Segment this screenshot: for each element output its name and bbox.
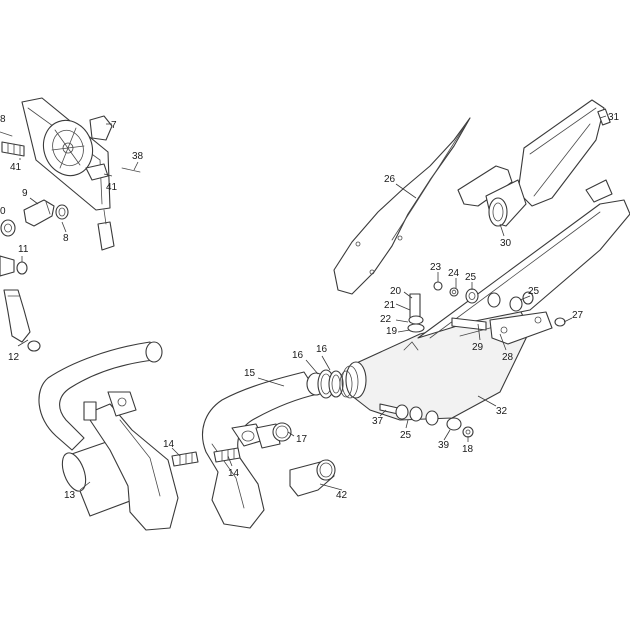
- callout-28: 28: [502, 352, 514, 363]
- fitting-11: [0, 255, 28, 277]
- header-pipe-15: [202, 371, 326, 529]
- fan-assembly: [21, 97, 115, 251]
- bracket-28: [451, 311, 553, 345]
- callout-38: 38: [132, 151, 144, 162]
- callout-29: 29: [472, 342, 484, 353]
- callout-14: 14: [163, 439, 175, 450]
- callout-25: 25: [465, 272, 477, 283]
- callout-8: 8: [63, 233, 69, 244]
- callout-25: 25: [528, 286, 540, 297]
- callout-30: 30: [500, 238, 512, 249]
- callout-0: 0: [0, 206, 6, 217]
- callout-20: 20: [390, 286, 402, 297]
- callout-26: 26: [384, 174, 396, 185]
- callout-18: 18: [462, 444, 474, 455]
- callout-37: 37: [372, 416, 384, 427]
- callout-21: 21: [384, 300, 396, 311]
- fasteners-lower: [379, 403, 474, 438]
- callout-27: 27: [572, 310, 584, 321]
- clamp-left-0: [0, 219, 16, 237]
- clamp-8b: [55, 204, 69, 220]
- gasket-17: [272, 422, 292, 442]
- callout-17: 17: [296, 434, 308, 445]
- callout-25: 25: [400, 430, 412, 441]
- callout-42: 42: [336, 490, 348, 501]
- callout-12: 12: [8, 352, 20, 363]
- callout-39: 39: [438, 440, 450, 451]
- callout-24: 24: [448, 268, 460, 279]
- heat-shield-26: [333, 117, 471, 295]
- callout-11: 11: [18, 244, 29, 255]
- callout-22: 22: [380, 314, 392, 325]
- callout-labels: 7 8 41 38 41 9 0 8 11 12 13 14 14 15 16 …: [0, 112, 620, 501]
- callout-8: 8: [0, 114, 6, 125]
- tailpipe-30: [457, 165, 527, 227]
- callout-23: 23: [430, 262, 442, 273]
- callout-16: 16: [316, 344, 328, 355]
- callout-41: 41: [106, 182, 118, 193]
- callout-15: 15: [244, 368, 256, 379]
- gasket-16: [317, 369, 344, 399]
- callout-31: 31: [608, 112, 620, 123]
- link-pipe-42: [289, 459, 336, 497]
- callout-19: 19: [386, 326, 398, 337]
- fasteners-19-25: [407, 281, 566, 333]
- bolt-14a: [171, 451, 199, 467]
- bolt-14b: [213, 447, 241, 463]
- callout-9: 9: [22, 188, 28, 199]
- callout-41: 41: [10, 162, 22, 173]
- leader-lines: [17, 115, 607, 491]
- callout-16: 16: [292, 350, 304, 361]
- silencer-32: [339, 179, 630, 421]
- hose-12: [3, 289, 41, 352]
- callout-7: 7: [111, 120, 117, 131]
- callout-13: 13: [64, 490, 76, 501]
- callout-32: 32: [496, 406, 508, 417]
- hose-9: [23, 199, 55, 227]
- callout-14: 14: [228, 468, 240, 479]
- header-pipe-13: [38, 341, 179, 531]
- bolts-top-left: [0, 131, 141, 173]
